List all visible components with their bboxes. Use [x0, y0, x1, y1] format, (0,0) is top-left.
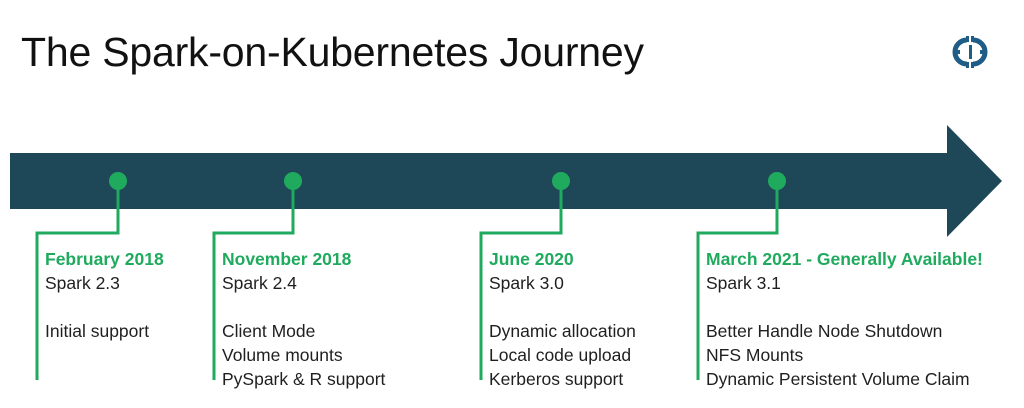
- page-title: The Spark-on-Kubernetes Journey: [21, 29, 644, 75]
- milestone-item: February 2018 Spark 2.3 Initial support: [45, 247, 164, 343]
- milestone-feature: PySpark & R support: [222, 369, 386, 389]
- milestone-date: March 2021 - Generally Available!: [706, 249, 983, 269]
- gear-logo-icon: [952, 36, 988, 68]
- milestone-connector: [212, 181, 295, 380]
- milestone-item: March 2021 - Generally Available! Spark …: [706, 247, 983, 391]
- milestone-feature: Initial support: [45, 321, 150, 341]
- milestone-date: February 2018: [45, 249, 164, 269]
- milestone-date: November 2018: [222, 249, 352, 269]
- milestone-feature: Dynamic allocation: [489, 321, 636, 341]
- milestone-feature: Local code upload: [489, 345, 632, 365]
- milestone-dot: [768, 172, 786, 190]
- milestone-feature: NFS Mounts: [706, 345, 804, 365]
- milestone-connector: [35, 181, 120, 380]
- milestone-dot: [552, 172, 570, 190]
- milestone-item: November 2018 Spark 2.4 Client Mode Volu…: [222, 247, 385, 391]
- milestone-date: June 2020: [489, 249, 574, 269]
- milestone-feature: Client Mode: [222, 321, 316, 341]
- milestone-version: Spark 2.4: [222, 273, 297, 293]
- milestone-item: June 2020 Spark 3.0 Dynamic allocation L…: [489, 247, 636, 391]
- milestone-feature: Better Handle Node Shutdown: [706, 321, 943, 341]
- milestone-feature: Kerberos support: [489, 369, 624, 389]
- milestone-connector: [479, 181, 563, 380]
- milestone-version: Spark 3.1: [706, 273, 781, 293]
- milestone-feature: Volume mounts: [222, 345, 343, 365]
- milestone-dot: [109, 172, 127, 190]
- milestone-version: Spark 3.0: [489, 273, 564, 293]
- timeline-arrow: [10, 125, 1002, 237]
- milestone-connector: [696, 181, 779, 380]
- milestone-feature: Dynamic Persistent Volume Claim: [706, 369, 970, 389]
- milestone-dot: [284, 172, 302, 190]
- milestone-version: Spark 2.3: [45, 273, 120, 293]
